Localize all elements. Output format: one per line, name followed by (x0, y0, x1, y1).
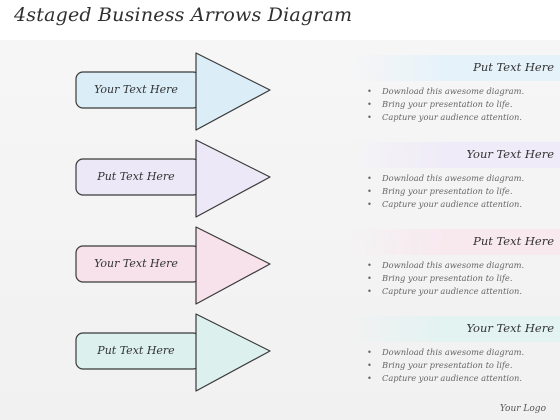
bullet-text: Download this awesome diagram. (382, 347, 525, 357)
stage-2-heading-band: Your Text Here (350, 142, 560, 168)
bullet-text: Bring your presentation to life. (382, 99, 513, 109)
bullet-dot-icon: • (367, 347, 372, 357)
stage-3-box-label: Your Text Here (94, 256, 178, 270)
stage-3-arrowhead (195, 226, 271, 305)
stage-2: Put Text Here Your Text Here • Download thi… (0, 137, 560, 227)
stage-4-box-label: Put Text Here (97, 343, 175, 357)
bullet-text: Bring your presentation to life. (382, 186, 513, 196)
stage-2-box-label: Put Text Here (97, 169, 175, 183)
stage-1-heading: Put Text Here (473, 60, 554, 74)
stage-3-heading: Put Text Here (473, 234, 554, 248)
bullet-text: Capture your audience attention. (382, 286, 522, 296)
bullet-dot-icon: • (367, 286, 372, 296)
stage-4-heading-band: Your Text Here (350, 316, 560, 342)
bullet-text: Bring your presentation to life. (382, 360, 513, 370)
stage-1-arrow (75, 52, 271, 131)
stage-1: Your Text Here Put Text Here • Download thi… (0, 50, 560, 140)
bullet-dot-icon: • (367, 112, 372, 122)
bullet-text: Download this awesome diagram. (382, 173, 525, 183)
bullet-item: • Bring your presentation to life. (366, 272, 524, 285)
bullet-dot-icon: • (367, 260, 372, 270)
bullet-text: Capture your audience attention. (382, 199, 522, 209)
bullet-dot-icon: • (367, 99, 372, 109)
bullet-item: • Bring your presentation to life. (366, 98, 524, 111)
bullet-text: Bring your presentation to life. (382, 273, 513, 283)
bullet-dot-icon: • (367, 273, 372, 283)
stage-1-bullet-list: • Download this awesome diagram. • Bring yo… (366, 85, 524, 124)
stage-3-bullet-list: • Download this awesome diagram. • Bring yo… (366, 259, 524, 298)
bullet-item: • Capture your audience attention. (366, 111, 524, 124)
bullet-item: • Capture your audience attention. (366, 198, 524, 211)
stage-1-arrowhead (195, 52, 271, 131)
bullet-text: Capture your audience attention. (382, 373, 522, 383)
bullet-dot-icon: • (367, 373, 372, 383)
stage-3-heading-band: Put Text Here (350, 229, 560, 255)
stage-1-box-label: Your Text Here (94, 82, 178, 96)
bullet-dot-icon: • (367, 173, 372, 183)
bullet-dot-icon: • (367, 186, 372, 196)
bullet-item: • Bring your presentation to life. (366, 359, 524, 372)
bullet-text: Download this awesome diagram. (382, 260, 525, 270)
stage-2-bullet-list: • Download this awesome diagram. • Bring yo… (366, 172, 524, 211)
bullet-item: • Download this awesome diagram. (366, 346, 524, 359)
bullet-item: • Download this awesome diagram. (366, 172, 524, 185)
stage-1-heading-band: Put Text Here (350, 55, 560, 81)
logo-text: Your Logo (499, 404, 546, 414)
stage-4: Put Text Here Your Text Here • Download thi… (0, 311, 560, 401)
bullet-item: • Download this awesome diagram. (366, 85, 524, 98)
stage-2-arrow (75, 139, 271, 218)
bullet-text: Capture your audience attention. (382, 112, 522, 122)
stage-4-arrow (75, 313, 271, 392)
diagram-title: 4staged Business Arrows Diagram (14, 4, 353, 26)
stage-4-heading: Your Text Here (466, 321, 554, 335)
bullet-dot-icon: • (367, 360, 372, 370)
bullet-item: • Bring your presentation to life. (366, 185, 524, 198)
bullet-text: Download this awesome diagram. (382, 86, 525, 96)
bullet-dot-icon: • (367, 199, 372, 209)
stage-4-arrowhead (195, 313, 271, 392)
stage-2-arrowhead (195, 139, 271, 218)
bullet-item: • Capture your audience attention. (366, 372, 524, 385)
stage-2-heading: Your Text Here (466, 147, 554, 161)
bullet-dot-icon: • (367, 86, 372, 96)
bullet-item: • Capture your audience attention. (366, 285, 524, 298)
bullet-item: • Download this awesome diagram. (366, 259, 524, 272)
stage-3-arrow (75, 226, 271, 305)
stage-4-bullet-list: • Download this awesome diagram. • Bring yo… (366, 346, 524, 385)
stage-3: Your Text Here Put Text Here • Download thi… (0, 224, 560, 314)
